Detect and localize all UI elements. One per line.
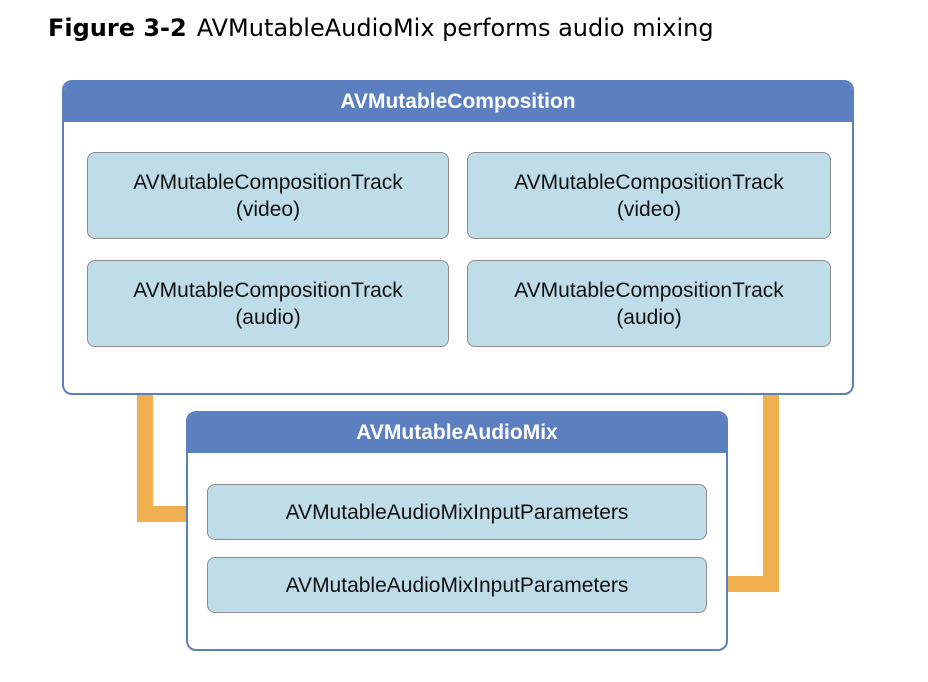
- composition-track-audio-2: AVMutableCompositionTrack (audio): [467, 260, 831, 347]
- track-name: AVMutableCompositionTrack: [133, 170, 403, 194]
- composition-track-video-1: AVMutableCompositionTrack (video): [87, 152, 449, 239]
- composition-title: AVMutableComposition: [64, 82, 852, 122]
- figure-caption: AVMutableAudioMix performs audio mixing: [196, 14, 714, 42]
- track-kind: (video): [235, 197, 301, 221]
- parameters-name: AVMutableAudioMixInputParameters: [285, 500, 629, 524]
- figure-label: Figure 3-2: [48, 14, 187, 42]
- composition-track-video-2: AVMutableCompositionTrack (video): [467, 152, 831, 239]
- track-kind: (video): [616, 197, 682, 221]
- track-kind: (audio): [235, 305, 301, 329]
- track-kind: (audio): [616, 305, 682, 329]
- audio-mix-title: AVMutableAudioMix: [188, 413, 726, 453]
- audio-mix-input-parameters-1: AVMutableAudioMixInputParameters: [207, 484, 707, 540]
- track-name: AVMutableCompositionTrack: [514, 278, 784, 302]
- figure-title: Figure 3-2 AVMutableAudioMix performs aud…: [48, 14, 714, 42]
- composition-track-audio-1: AVMutableCompositionTrack (audio): [87, 260, 449, 347]
- parameters-name: AVMutableAudioMixInputParameters: [285, 573, 629, 597]
- track-name: AVMutableCompositionTrack: [514, 170, 784, 194]
- track-name: AVMutableCompositionTrack: [133, 278, 403, 302]
- audio-mix-input-parameters-2: AVMutableAudioMixInputParameters: [207, 557, 707, 613]
